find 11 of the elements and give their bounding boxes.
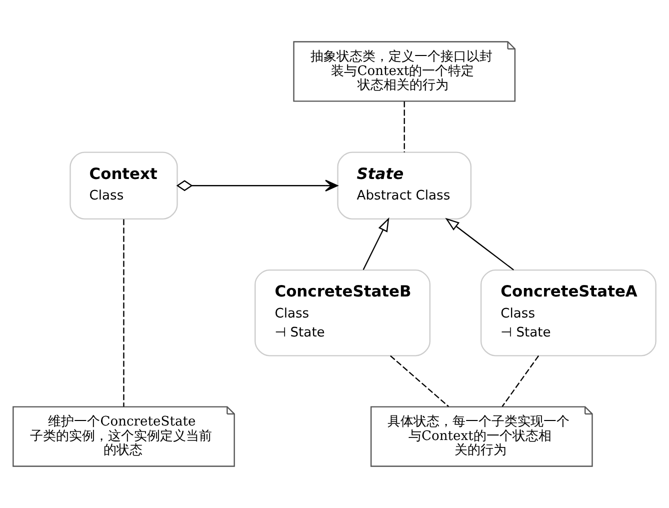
arrow	[176, 180, 338, 192]
arrow	[445, 218, 514, 270]
arrow	[362, 217, 390, 270]
connector	[404, 101, 405, 152]
node-box: ConcreteStateB Class ⊣ State	[254, 269, 431, 356]
node-box: ConcreteStateA Class ⊣ State	[480, 269, 656, 356]
connector	[502, 355, 540, 407]
connector	[123, 219, 124, 407]
node-box: Context Class	[70, 152, 178, 220]
node-box: State Abstract Class	[337, 152, 472, 220]
connector	[390, 355, 449, 407]
